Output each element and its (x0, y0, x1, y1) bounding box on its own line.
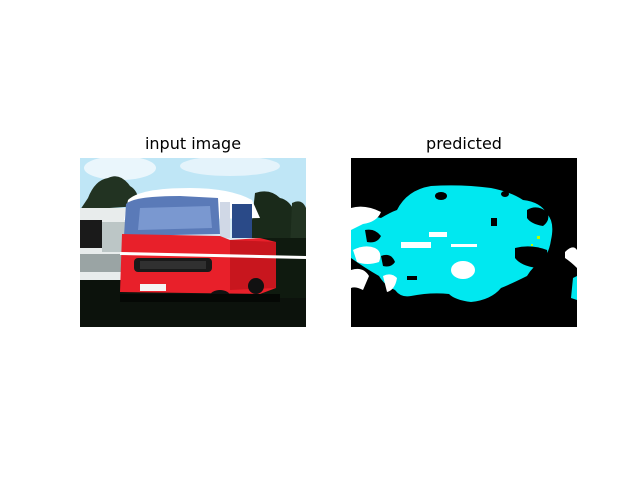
predicted-panel: predicted (351, 130, 577, 327)
predicted-mask (351, 158, 577, 327)
input-image-panel: input image (80, 130, 306, 327)
input-image-title: input image (144, 134, 242, 153)
predicted-title: predicted (426, 134, 502, 153)
input-image (80, 158, 306, 327)
